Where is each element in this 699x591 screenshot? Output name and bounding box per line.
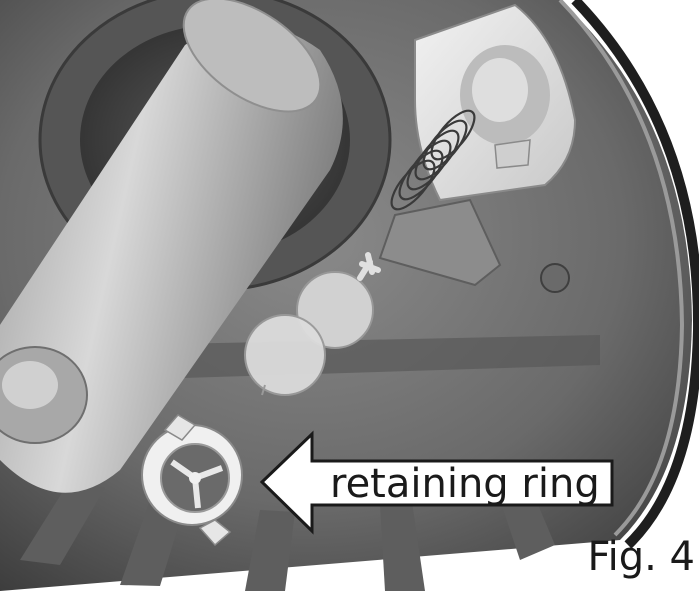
disc-part: [244, 252, 381, 396]
callout-arrow: retaining ring: [259, 430, 614, 535]
coil-spring: [390, 109, 476, 211]
figure-label: Fig. 4: [587, 534, 695, 580]
callout-label: retaining ring: [330, 461, 600, 507]
shaft: [0, 0, 343, 493]
lever-plate: [378, 198, 502, 287]
retaining-ring: [141, 414, 243, 547]
